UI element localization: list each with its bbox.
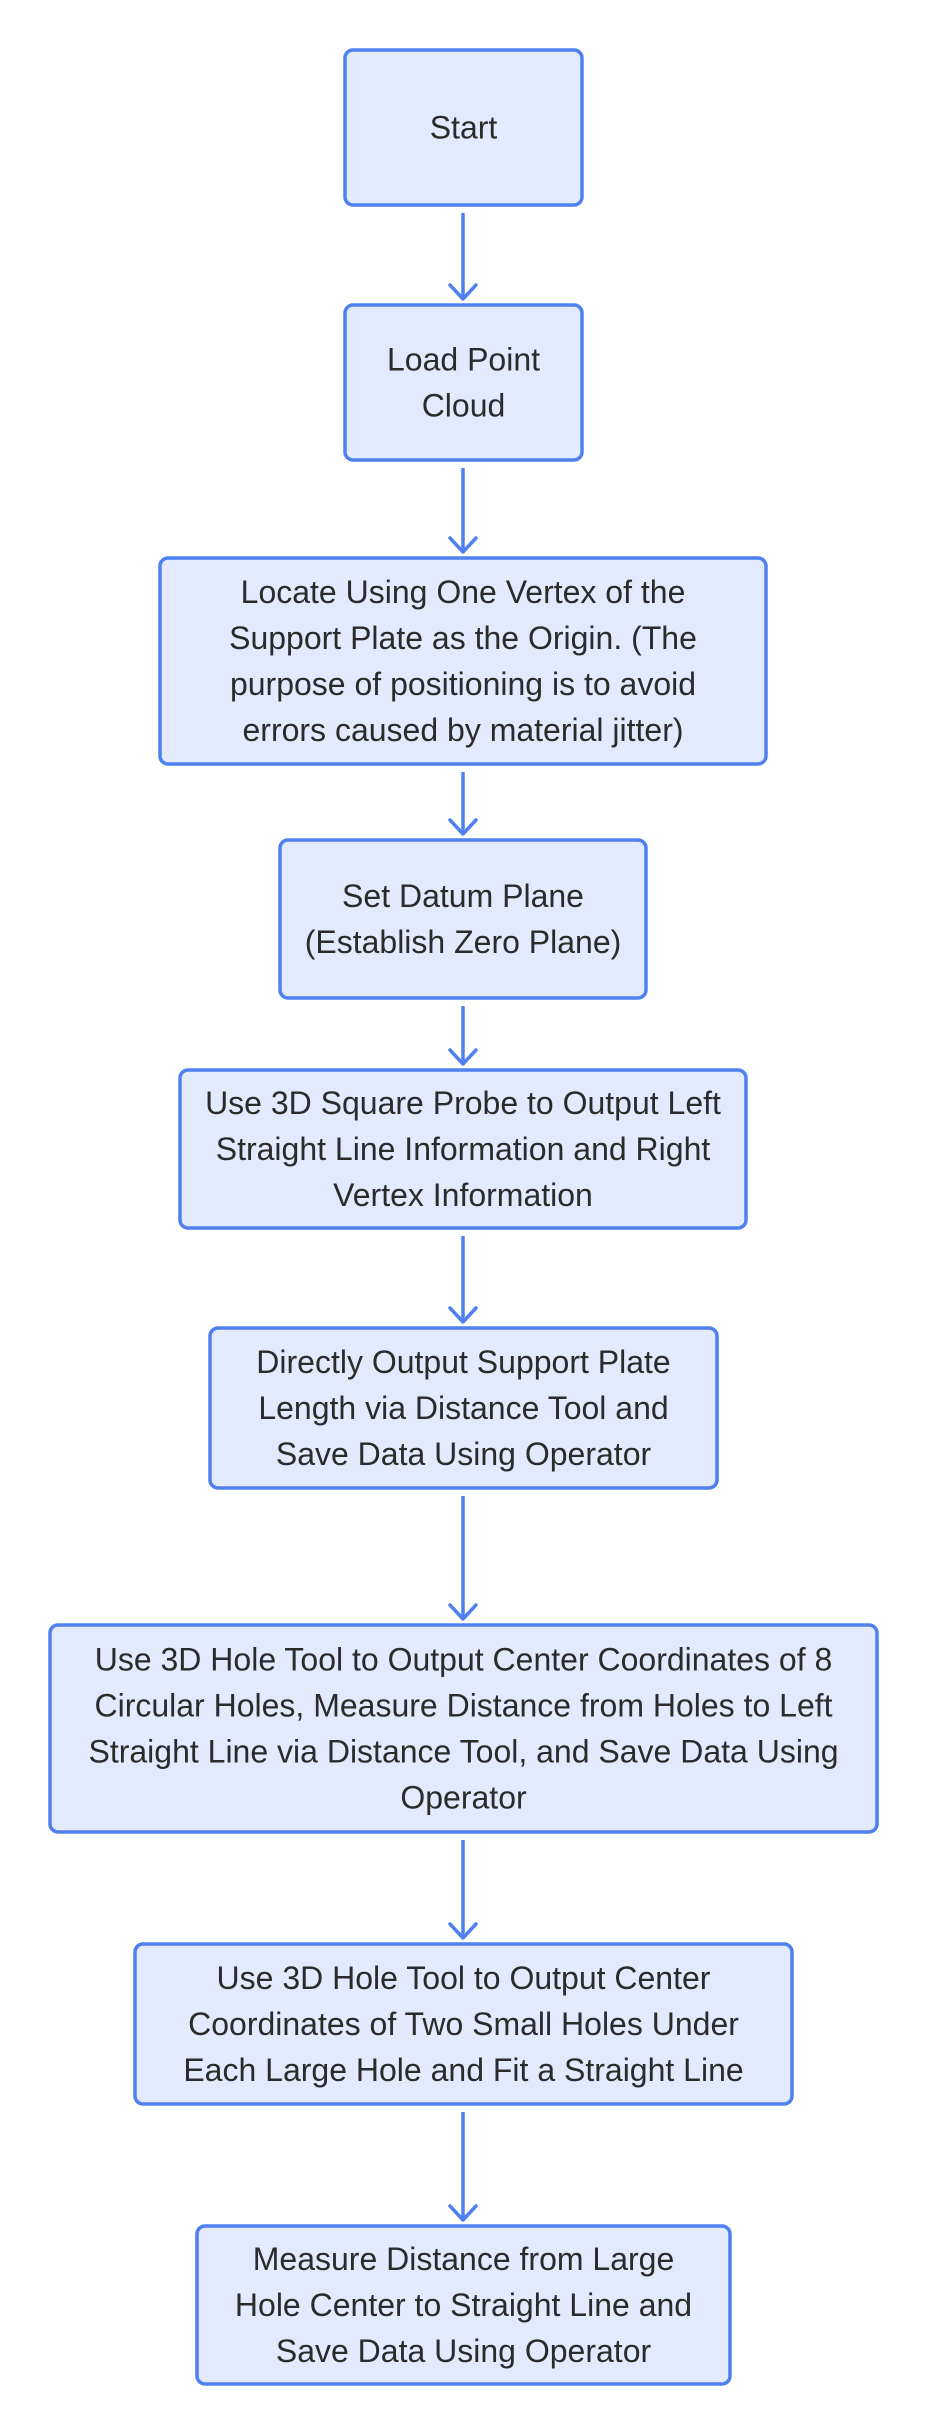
node-label-line: (Establish Zero Plane) bbox=[305, 924, 622, 960]
arrow-output-length-to-hole-tool-8 bbox=[448, 1496, 478, 1621]
node-box bbox=[195, 2224, 732, 2386]
arrow-head bbox=[448, 536, 478, 554]
arrow-load-point-cloud-to-locate-origin bbox=[448, 468, 478, 554]
arrow-head bbox=[448, 1922, 478, 1940]
arrow-head bbox=[448, 1603, 478, 1621]
node-label-line: Coordinates of Two Small Holes Under bbox=[188, 2006, 739, 2042]
arrow-hole-tool-small-to-measure-distance bbox=[448, 2112, 478, 2222]
node-label-line: Use 3D Square Probe to Output Left bbox=[205, 1085, 721, 1121]
arrow-head bbox=[448, 283, 478, 301]
arrow-square-probe-to-output-length bbox=[448, 1236, 478, 1324]
node-label-line: Straight Line via Distance Tool, and Sav… bbox=[88, 1734, 838, 1770]
arrow-head bbox=[448, 2204, 478, 2222]
arrow-start-to-load-point-cloud bbox=[448, 213, 478, 301]
node-box bbox=[48, 1623, 879, 1834]
node-square-probe: Use 3D Square Probe to Output LeftStraig… bbox=[178, 1068, 748, 1230]
node-box bbox=[133, 1942, 794, 2106]
node-label-line: Start bbox=[430, 110, 498, 146]
node-box bbox=[178, 1068, 748, 1230]
node-label-line: Each Large Hole and Fit a Straight Line bbox=[183, 2052, 743, 2088]
node-label-line: Locate Using One Vertex of the bbox=[241, 574, 686, 610]
node-label-line: purpose of positioning is to avoid bbox=[230, 666, 696, 702]
node-box bbox=[208, 1326, 719, 1490]
node-label-line: Use 3D Hole Tool to Output Center bbox=[217, 1960, 711, 1996]
arrow-hole-tool-8-to-hole-tool-small bbox=[448, 1840, 478, 1940]
node-hole-tool-small: Use 3D Hole Tool to Output CenterCoordin… bbox=[133, 1942, 794, 2106]
node-box bbox=[343, 48, 584, 207]
node-label-line: Directly Output Support Plate bbox=[256, 1344, 670, 1380]
arrow-locate-origin-to-set-datum-plane bbox=[448, 772, 478, 836]
node-hole-tool-8: Use 3D Hole Tool to Output Center Coordi… bbox=[48, 1623, 879, 1834]
arrow-set-datum-plane-to-square-probe bbox=[448, 1006, 478, 1066]
node-label-line: Circular Holes, Measure Distance from Ho… bbox=[94, 1688, 832, 1724]
node-label-line: Operator bbox=[400, 1780, 527, 1816]
node-label-line: Load Point bbox=[387, 342, 540, 378]
node-label-line: Set Datum Plane bbox=[342, 878, 584, 914]
node-label-line: Use 3D Hole Tool to Output Center Coordi… bbox=[95, 1642, 833, 1678]
arrow-head bbox=[448, 1048, 478, 1066]
node-start: Start bbox=[343, 48, 584, 207]
node-label-line: Length via Distance Tool and bbox=[258, 1390, 668, 1426]
node-label-line: Hole Center to Straight Line and bbox=[235, 2287, 692, 2323]
node-box bbox=[343, 303, 584, 462]
node-box bbox=[278, 838, 648, 1000]
arrow-head bbox=[448, 818, 478, 836]
node-box bbox=[158, 556, 768, 766]
node-set-datum-plane: Set Datum Plane (Establish Zero Plane) bbox=[278, 838, 648, 1000]
node-label-line: Vertex Information bbox=[333, 1177, 593, 1213]
node-label-line: Support Plate as the Origin. (The bbox=[229, 620, 697, 656]
node-label-line: Cloud bbox=[422, 388, 506, 424]
node-label-line: Straight Line Information and Right bbox=[216, 1131, 711, 1167]
node-label-line: Save Data Using Operator bbox=[276, 2333, 652, 2369]
node-label-line: Save Data Using Operator bbox=[276, 1436, 652, 1472]
arrow-head bbox=[448, 1306, 478, 1324]
flowchart-edges bbox=[448, 213, 478, 2222]
node-label-line: Measure Distance from Large bbox=[253, 2241, 675, 2277]
node-label-line: errors caused by material jitter) bbox=[242, 712, 683, 748]
